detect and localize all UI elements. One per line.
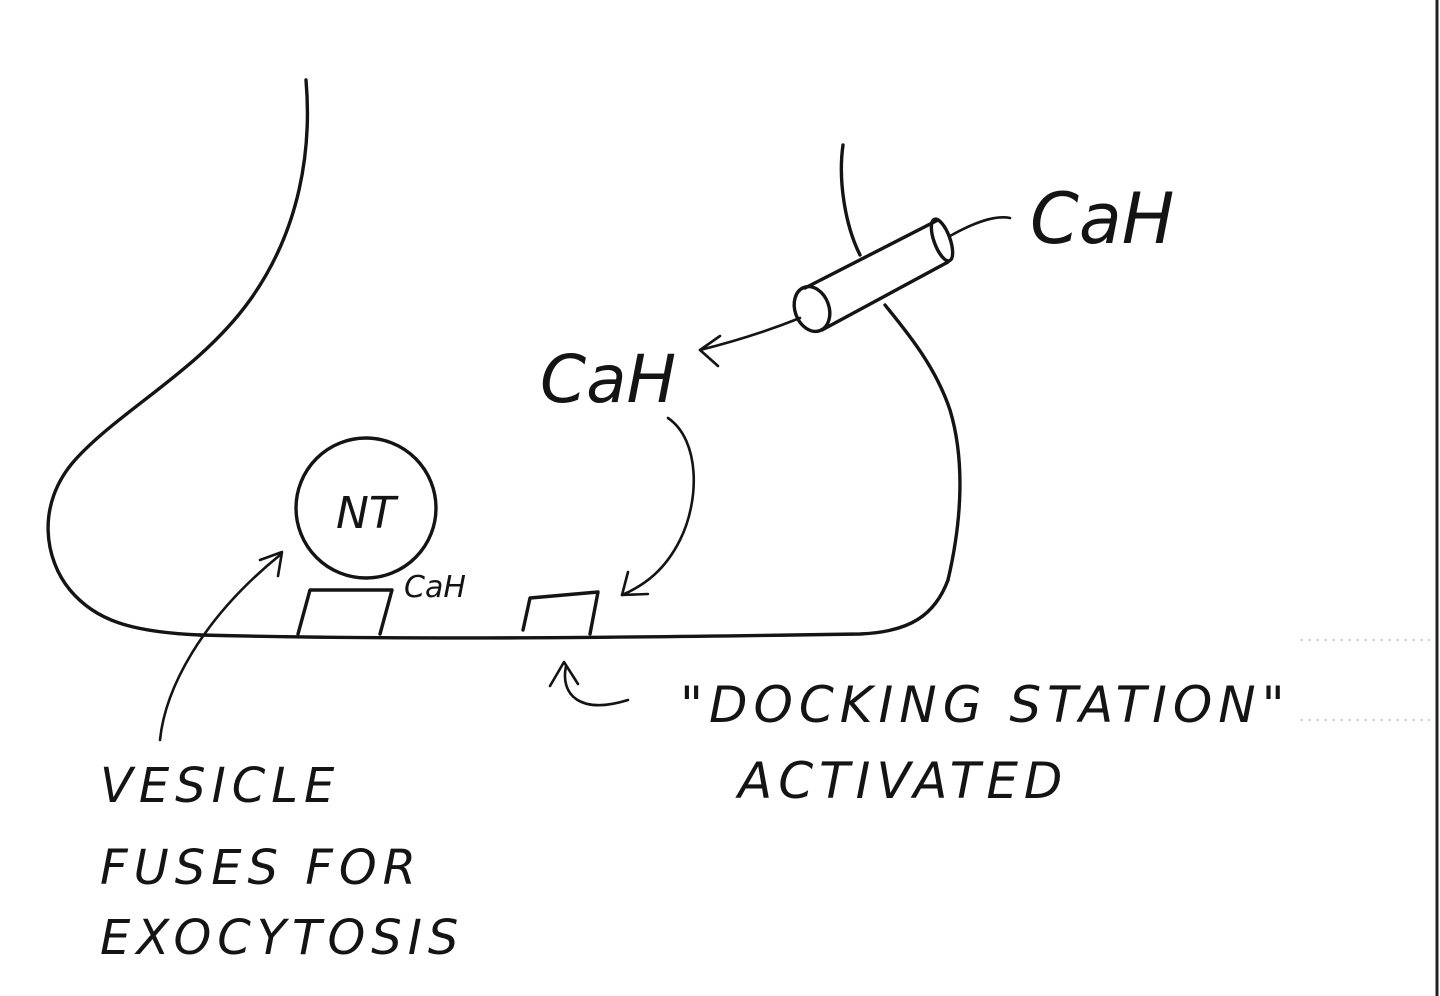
vesicle-label: NT	[336, 488, 399, 539]
docking-pointer-arrow	[563, 664, 630, 707]
fusion-arrowhead	[258, 550, 284, 578]
docking-station-empty	[521, 590, 600, 636]
terminal-membrane-right	[883, 303, 962, 582]
terminal-membrane-left	[46, 78, 310, 637]
docking-station-bound	[296, 588, 394, 636]
fusion-arrow	[158, 553, 282, 742]
fusion-caption-line2: FUSES FOR	[100, 840, 422, 896]
influx-arrowhead	[698, 334, 722, 368]
fusion-caption-line1: VESICLE	[100, 758, 340, 814]
ca-bound-label: CaH	[404, 570, 466, 605]
docking-caption-line1: "DOCKING STATION"	[680, 676, 1291, 734]
influx-arrow	[698, 316, 802, 352]
ca-to-dock-arrow	[620, 416, 696, 597]
docking-pointer-arrowhead	[548, 660, 580, 688]
ca-intracellular-label: CaH	[540, 341, 676, 418]
fusion-caption-line3: EXOCYTOSIS	[100, 910, 464, 966]
docking-caption-line2: ACTIVATED	[735, 752, 1068, 810]
presynaptic-membrane	[198, 578, 950, 640]
ca-extracellular-label: CaH	[1030, 178, 1174, 260]
ca-to-dock-arrowhead	[620, 570, 650, 597]
vesicle	[294, 436, 438, 580]
calcium-channel	[792, 216, 1012, 334]
terminal-membrane-upper-right	[839, 143, 862, 257]
